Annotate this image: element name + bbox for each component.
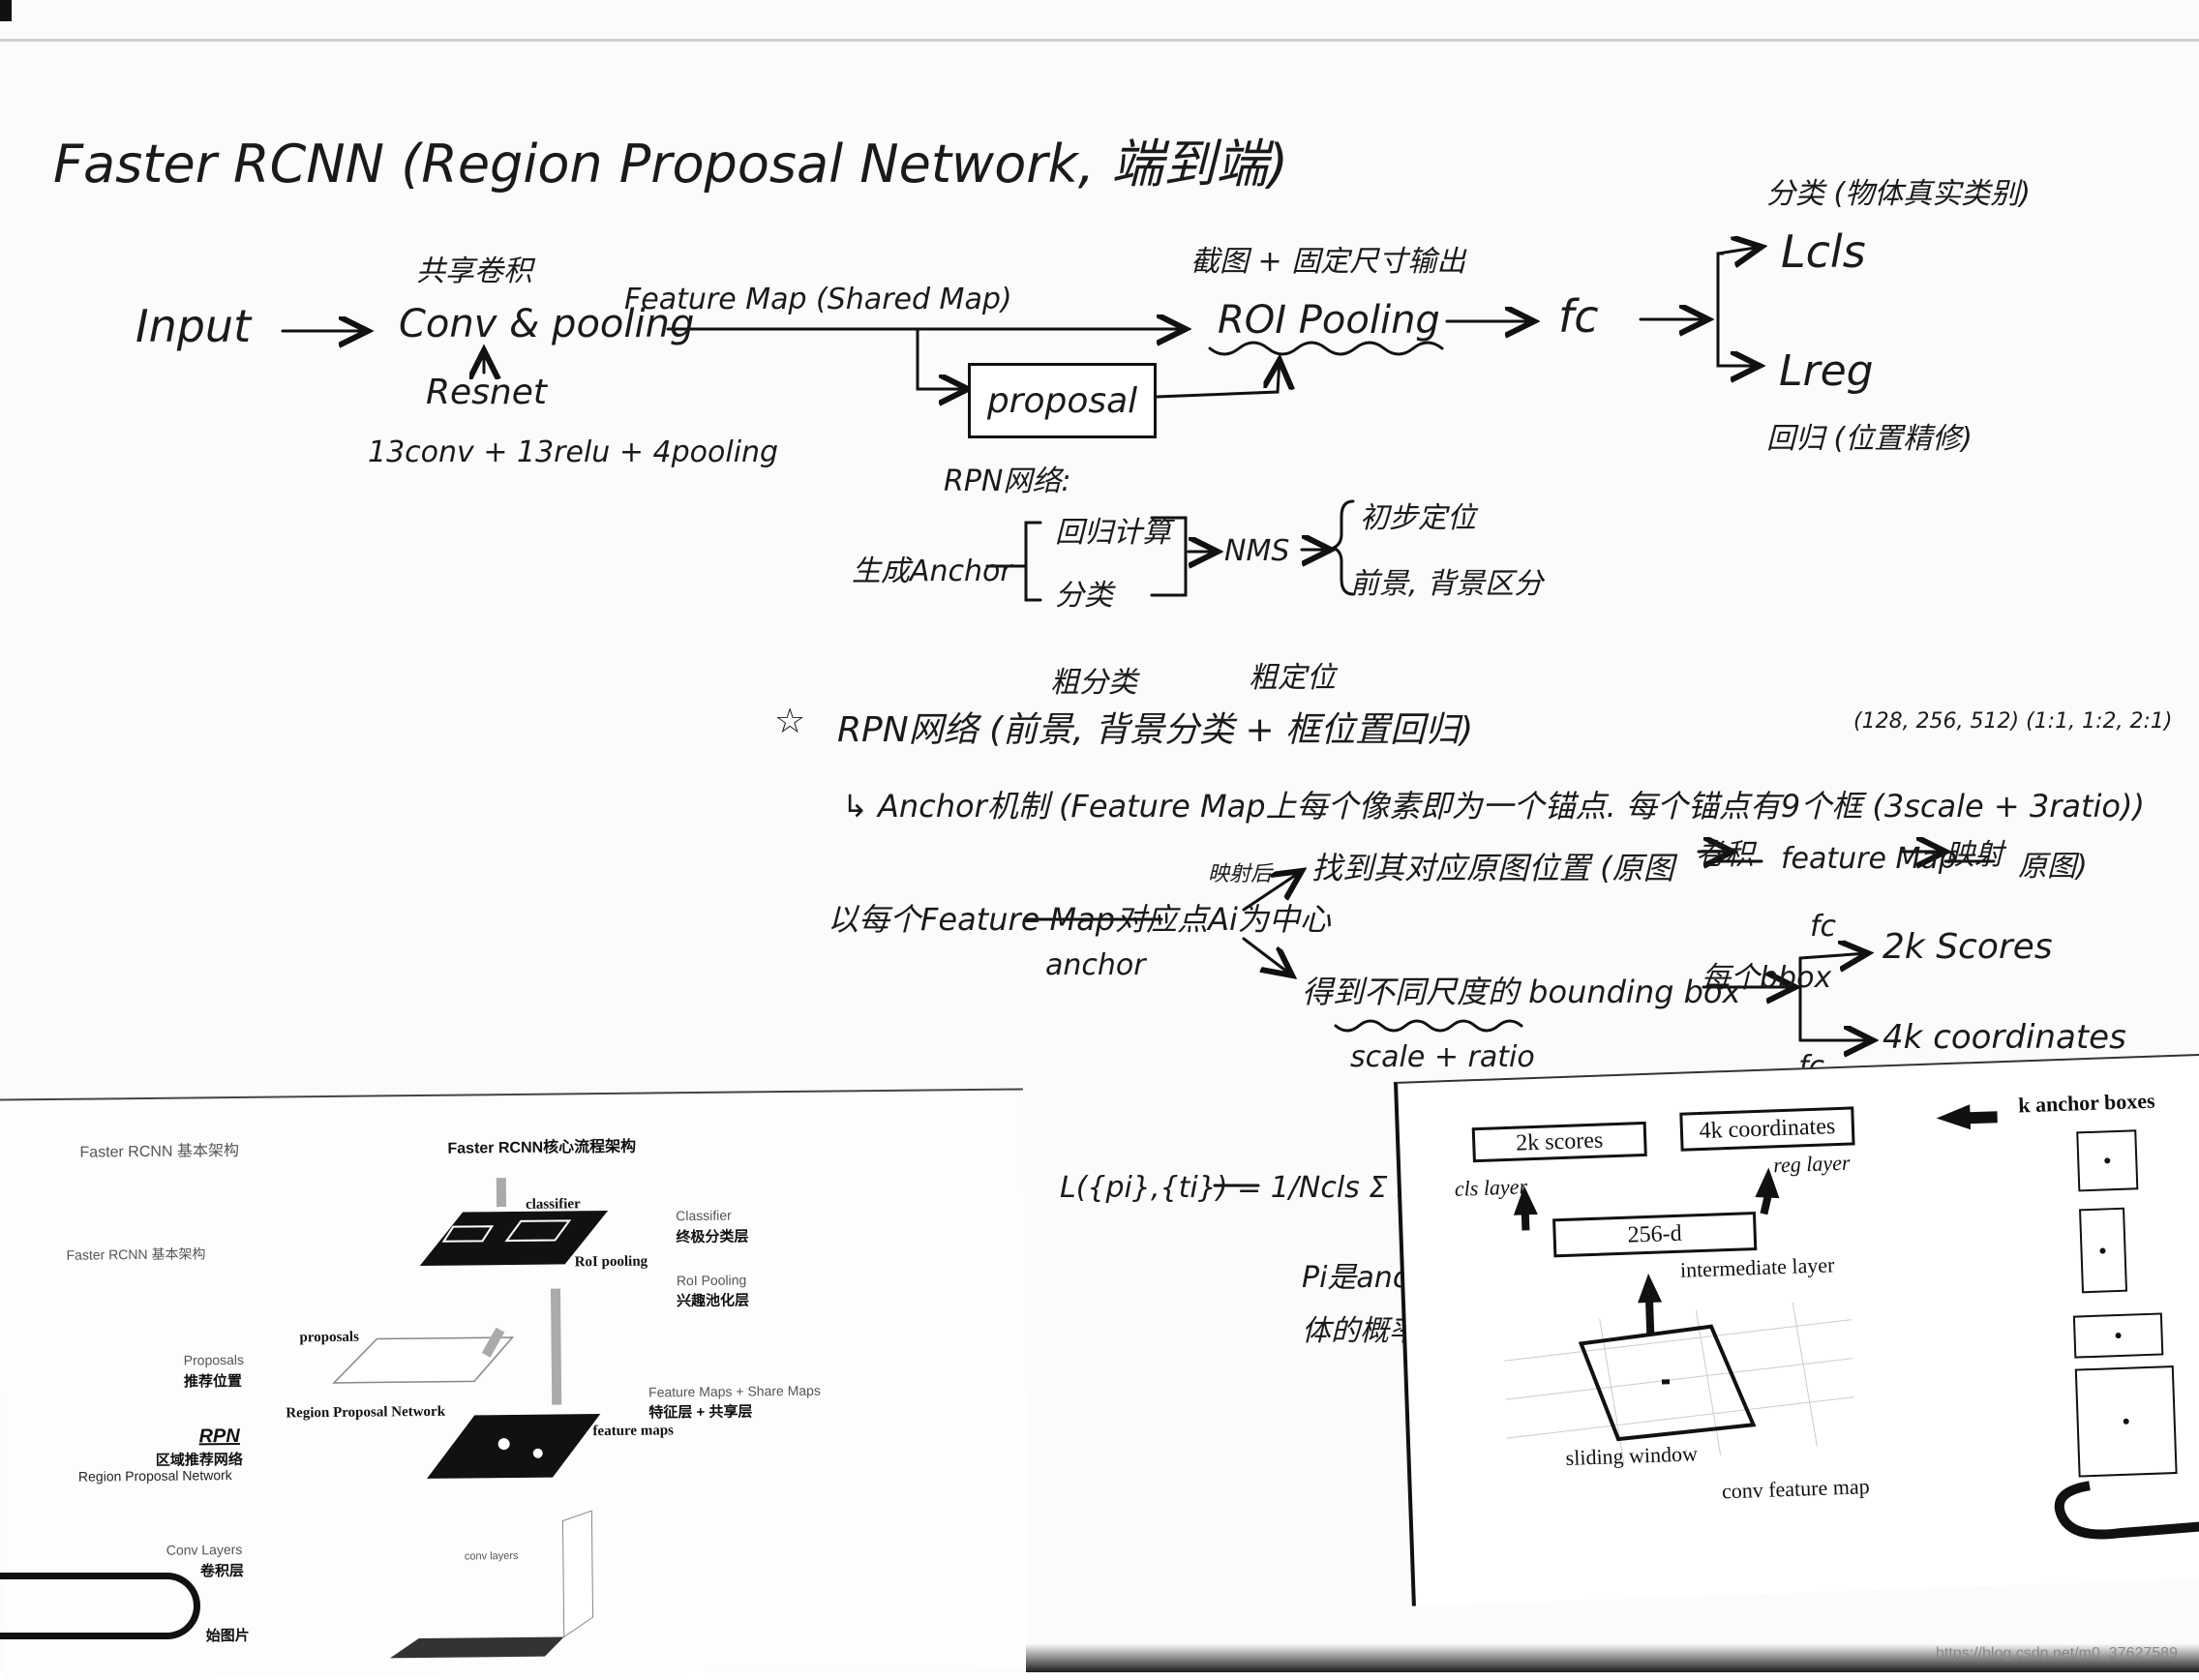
flow-lreg-bottom: 回归 (位置精修) bbox=[1766, 422, 1973, 456]
binder-clip-left bbox=[0, 1573, 200, 1639]
rpn-branch-cls: 分类 bbox=[1055, 579, 1113, 613]
flow-conv: Conv & pooling bbox=[399, 302, 695, 346]
flow-lcls-top: 分类 (物体真实类别) bbox=[1766, 177, 2031, 211]
lp-lbl-proposals: proposals bbox=[299, 1329, 359, 1346]
roi-wavy-underline bbox=[1208, 341, 1444, 356]
arrow-cls-up bbox=[1513, 1185, 1538, 1215]
rpn-feature-map: feature Map bbox=[1781, 842, 1957, 876]
loss-note-2: 体的概率 bbox=[1302, 1314, 1418, 1348]
rp-rpn-diagram bbox=[1504, 1104, 2199, 1540]
rpn-anchor: 生成Anchor bbox=[852, 555, 1012, 588]
bottom-shadow bbox=[1026, 1643, 2199, 1672]
rpn-conv-label: 卷积 bbox=[1696, 838, 1754, 872]
rpn-branch-reg: 回归计算 bbox=[1055, 516, 1171, 550]
flow-conv-top: 共享卷积 bbox=[416, 255, 532, 288]
rpn-find-orig: 找到其对应原图位置 (原图 bbox=[1311, 850, 1674, 886]
rpn-gen-boxes: 得到不同尺度的 bounding box bbox=[1302, 974, 1741, 1010]
brace-nms-out bbox=[1330, 499, 1355, 596]
rpn-orig: 原图) bbox=[2018, 850, 2088, 884]
arrow-to-proposal bbox=[916, 327, 968, 389]
notes-title: Faster RCNN (Region Proposal Network, 端到… bbox=[53, 134, 1289, 195]
rpn-net-label: RPN网络: bbox=[944, 465, 1071, 498]
right-printout: 2k scores 4k coordinates cls layer reg l… bbox=[1394, 1053, 2199, 1606]
flow-lcls: Lcls bbox=[1781, 225, 1866, 278]
rpn-nms: NMS bbox=[1224, 534, 1290, 568]
bracket-rpn-close bbox=[1150, 516, 1188, 597]
flow-roi: ROI Pooling bbox=[1218, 298, 1440, 343]
rpn-scores: 2k Scores bbox=[1883, 927, 2053, 967]
flow-lreg: Lreg bbox=[1779, 346, 1874, 396]
rpn-fc-top: fc bbox=[1810, 910, 1837, 944]
bracket-lcls-lreg bbox=[1716, 252, 1725, 368]
top-edge bbox=[0, 0, 12, 21]
rpn-scale-ratio: scale + ratio bbox=[1350, 1040, 1535, 1074]
rpn-map-label: 映射 bbox=[1945, 838, 2003, 872]
rpn-title: RPN网络 (前景, 背景分类 + 框位置回归) bbox=[837, 710, 1474, 750]
lp-lbl-classifier: classifier bbox=[525, 1196, 581, 1213]
left-printout: Faster RCNN 基本架构 Faster RCNN核心流程架构 Faste… bbox=[0, 1088, 1030, 1680]
proposal-label: proposal bbox=[986, 380, 1138, 421]
rpn-per-pixel: 以每个Feature Map对应点Ai为中心 bbox=[828, 901, 1331, 938]
flow-roi-top: 截图 + 固定尺寸输出 bbox=[1190, 245, 1466, 279]
rpn-top-coarse-cls: 粗分类 bbox=[1050, 666, 1137, 700]
flow-resnet-detail: 13conv + 13relu + 4pooling bbox=[368, 435, 779, 469]
rpn-star: ☆ bbox=[774, 702, 806, 741]
flow-resnet: Resnet bbox=[426, 373, 547, 412]
rpn-each-bbox: 每个bbox bbox=[1702, 961, 1832, 995]
lp-lbl-roipool: RoI pooling bbox=[574, 1253, 648, 1271]
rpn-branch-top: 映射后 bbox=[1208, 862, 1273, 886]
lp-lbl-rpn: Region Proposal Network bbox=[286, 1403, 446, 1422]
lp-lbl-fmaps: feature maps bbox=[592, 1423, 675, 1440]
rpn-anchor-line: ↳ Anchor机制 (Feature Map上每个像素即为一个锚点. 每个锚点… bbox=[842, 788, 2145, 825]
proposal-box: proposal bbox=[968, 363, 1157, 438]
watermark: https://blog.csdn.net/m0_37627589 bbox=[1936, 1645, 2178, 1662]
flow-feature-map: Feature Map (Shared Map) bbox=[624, 283, 1012, 316]
lp-architecture-diagram bbox=[332, 1178, 609, 1659]
lp-lbl-conv: conv layers bbox=[464, 1549, 519, 1563]
rpn-anchor-under: anchor bbox=[1045, 948, 1146, 982]
rpn-nms-out2: 前景, 背景区分 bbox=[1350, 567, 1544, 601]
bracket-rpn-branches bbox=[1024, 521, 1042, 602]
rpn-top-coarse-loc: 粗定位 bbox=[1249, 661, 1336, 695]
rpn-coords: 4k coordinates bbox=[1883, 1018, 2126, 1057]
rpn-nms-out1: 初步定位 bbox=[1360, 501, 1476, 535]
rpn-scales: (128, 256, 512) (1:1, 1:2, 2:1) bbox=[1853, 709, 2173, 734]
flow-input: Input bbox=[136, 300, 252, 352]
top-fold-line bbox=[0, 39, 2199, 42]
flow-fc: fc bbox=[1558, 290, 1599, 343]
arrow-proposal-roi bbox=[1155, 360, 1280, 399]
